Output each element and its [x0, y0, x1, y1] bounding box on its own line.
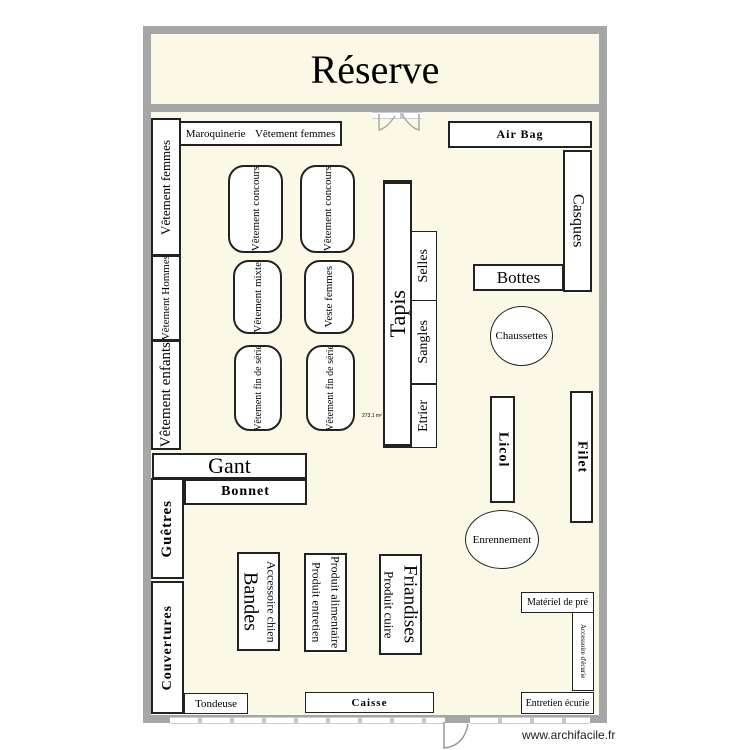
bottes-label: Bottes [496, 267, 541, 287]
materiel-pre-label: Matériel de pré [526, 597, 589, 608]
bonnet-shelf: Bonnet [184, 479, 307, 505]
guetres-label: Guêtres [159, 499, 175, 558]
friandises-label: Friandises [399, 565, 421, 644]
window [372, 112, 422, 119]
rack-concours-2: Vêtement concours [300, 165, 355, 253]
produit-alimentaire-label: Produit alimentaire [328, 556, 343, 649]
filet-label: Filet [574, 440, 590, 474]
caisse-counter: Caisse [305, 692, 434, 713]
tapis-shelf: Tapis [383, 180, 412, 448]
tondeuse-label: Tondeuse [195, 697, 237, 710]
entretien-ecurie-shelf: Entretien écurie [521, 692, 594, 714]
vetement-femmes-label: Vêtement femmes [158, 139, 173, 235]
etrier-label: Etrier [416, 400, 431, 432]
reserve-label: Réserve [310, 46, 440, 92]
sangles-label: Sangles [416, 320, 431, 364]
tondeuse-shelf: Tondeuse [184, 693, 248, 714]
bandes-label: Bandes [239, 572, 262, 631]
rack-concours-1: Vêtement concours [228, 165, 283, 253]
vetement-hommes-shelf: Vêtement Hommes [151, 255, 181, 341]
enrennement-label: Enrennement [472, 533, 532, 546]
accessoire-ecurie-shelf: Accessoire d'écurie [572, 612, 594, 691]
bandes-shelf: Bandes Accessoire chien [237, 552, 280, 651]
guetres-shelf: Guêtres [151, 478, 184, 579]
area-label: 273,1 m² [362, 413, 382, 419]
couvertures-shelf: Couvertures [151, 581, 184, 714]
rack-label: Vêtement concours [249, 166, 262, 252]
rack-fin-serie-1: Vêtement fin de série [234, 345, 282, 431]
accessoire-ecurie-label: Accessoire d'écurie [579, 624, 587, 679]
bonnet-label: Bonnet [221, 484, 270, 499]
rack-label: Veste femmes [323, 266, 335, 328]
rack-mixte: Vêtement mixte [233, 260, 282, 334]
etrier-shelf: Etrier [411, 384, 437, 448]
vetement-enfants-label: Vêtement enfants [157, 342, 174, 448]
enrennement-stand: Enrennement [465, 510, 539, 569]
accessoire-chien-label: Accessoire chien [264, 560, 279, 643]
selles-label: Selles [416, 249, 431, 283]
chaussettes-label: Chaussettes [495, 330, 548, 342]
maroquinerie-shelf: Maroquinerie Vêtement femmes [179, 121, 342, 146]
rack-label: Vêtement concours [321, 166, 334, 252]
licol-shelf: Licol [490, 396, 515, 503]
window [470, 717, 590, 724]
sangles-shelf: Sangles [411, 300, 437, 384]
gant-shelf: Gant [152, 453, 307, 479]
rack-veste-femmes: Veste femmes [304, 260, 354, 334]
tapis-label: Tapis [384, 290, 410, 338]
filet-shelf: Filet [570, 391, 593, 523]
couvertures-label: Couvertures [159, 604, 175, 691]
materiel-pre-shelf: Matériel de pré [521, 592, 594, 613]
rack-label: Vêtement fin de série [252, 345, 264, 431]
produit-entretien-shelf: Produit entretien Produit alimentaire [304, 553, 347, 652]
gant-label: Gant [208, 453, 251, 478]
window [170, 717, 445, 724]
vetement-enfants-shelf: Vêtement enfants [151, 340, 181, 450]
watermark: www.archifacile.fr [522, 728, 616, 742]
vetement-femmes-label: Vêtement femmes [254, 127, 336, 140]
vetement-hommes-label: Vêtement Hommes [160, 255, 172, 341]
chaussettes-stand: Chaussettes [490, 306, 553, 366]
air-bag-label: Air Bag [496, 127, 544, 141]
produit-cuire-label: Produit cuire [381, 570, 397, 639]
bottes-shelf: Bottes [473, 264, 564, 291]
rack-label: Vêtement fin de série [325, 345, 336, 431]
maroquinerie-label: Maroquinerie [185, 127, 246, 140]
produit-entretien-label: Produit entretien [309, 562, 324, 643]
casques-shelf: Casques [563, 150, 592, 292]
casques-label: Casques [569, 194, 587, 248]
caisse-label: Caisse [351, 696, 388, 709]
rack-label: Vêtement mixte [251, 261, 264, 333]
selles-shelf: Selles [411, 231, 437, 301]
door-bottom-icon [443, 722, 469, 749]
rack-fin-serie-2: Vêtement fin de série [306, 345, 355, 431]
shop-floor [151, 112, 599, 715]
friandises-shelf: Produit cuire Friandises [379, 554, 422, 655]
door-top-icon [378, 114, 420, 131]
licol-label: Licol [495, 431, 511, 468]
vetement-femmes-shelf: Vêtement femmes [151, 118, 181, 256]
reserve-room: Réserve [151, 34, 599, 104]
air-bag-shelf: Air Bag [448, 121, 592, 148]
entretien-ecurie-label: Entretien écurie [525, 697, 590, 709]
